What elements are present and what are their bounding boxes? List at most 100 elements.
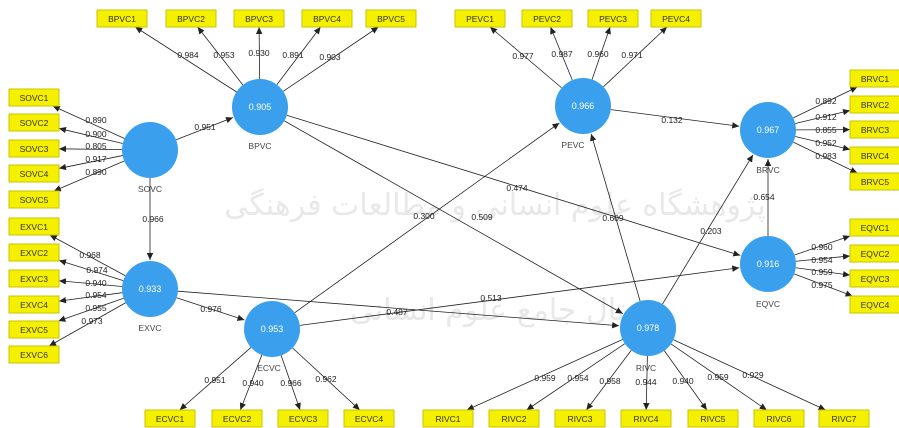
indicator-sovc1[interactable]: SOVC1 bbox=[8, 88, 60, 107]
indicator-rivc5[interactable]: RIVC5 bbox=[687, 409, 739, 428]
indicator-label: BPVC1 bbox=[108, 14, 136, 24]
path-coefficient-rivc-pevc: 0.609 bbox=[602, 213, 624, 223]
indicator-sovc5[interactable]: SOVC5 bbox=[8, 190, 60, 209]
indicator-label: PEVC2 bbox=[533, 14, 561, 24]
indicator-ecvc3[interactable]: ECVC3 bbox=[277, 409, 329, 428]
path-coefficient-eqvc-brvc: 0.654 bbox=[753, 192, 775, 202]
indicator-rivc6[interactable]: RIVC6 bbox=[753, 409, 805, 428]
indicator-sovc2[interactable]: SOVC2 bbox=[8, 113, 60, 132]
indicator-eqvc3[interactable]: EQVC3 bbox=[849, 269, 899, 288]
indicator-bpvc4[interactable]: BPVC4 bbox=[301, 9, 353, 28]
indicator-box bbox=[454, 9, 506, 28]
indicator-sovc4[interactable]: SOVC4 bbox=[8, 164, 60, 183]
loading-value-exvc5: 0.955 bbox=[85, 303, 107, 313]
latent-sovc[interactable]: SOVC bbox=[122, 122, 178, 194]
indicator-box bbox=[96, 9, 148, 28]
indicator-bpvc5[interactable]: BPVC5 bbox=[365, 9, 417, 28]
path-arrow-rivc-brvc bbox=[662, 154, 754, 305]
indicator-ecvc1[interactable]: ECVC1 bbox=[144, 409, 196, 428]
indicator-exvc6[interactable]: EXVC6 bbox=[8, 345, 60, 364]
indicator-pevc3[interactable]: PEVC3 bbox=[587, 9, 639, 28]
loading-arrow-sovc3 bbox=[58, 145, 123, 153]
indicator-brvc4[interactable]: BRVC4 bbox=[849, 146, 899, 165]
indicator-box bbox=[277, 409, 329, 428]
indicator-box bbox=[8, 345, 60, 364]
loading-value-eqvc3: 0.959 bbox=[811, 267, 833, 277]
indicator-brvc1[interactable]: BRVC1 bbox=[849, 69, 899, 88]
loading-value-rivc5: 0.940 bbox=[672, 376, 694, 386]
indicator-brvc5[interactable]: BRVC5 bbox=[849, 172, 899, 191]
indicator-label: PEVC4 bbox=[662, 14, 690, 24]
indicator-exvc5[interactable]: EXVC5 bbox=[8, 320, 60, 339]
indicator-box bbox=[8, 88, 60, 107]
loading-arrow-ecvc3 bbox=[280, 355, 301, 411]
indicator-bpvc3[interactable]: BPVC3 bbox=[233, 9, 285, 28]
loading-arrow-sovc4 bbox=[58, 155, 123, 171]
loading-value-brvc2: 0.912 bbox=[815, 112, 837, 122]
indicator-label: EXVC6 bbox=[20, 350, 48, 360]
latent-name: ECVC bbox=[257, 363, 281, 373]
loading-arrow-rivc3 bbox=[586, 350, 632, 411]
indicator-rivc1[interactable]: RIVC1 bbox=[422, 409, 474, 428]
indicator-pevc4[interactable]: PEVC4 bbox=[650, 9, 702, 28]
loading-value-brvc5: 0.983 bbox=[815, 151, 837, 161]
indicator-eqvc2[interactable]: EQVC2 bbox=[849, 244, 899, 263]
indicator-label: RIVC1 bbox=[435, 414, 460, 424]
indicator-rivc3[interactable]: RIVC3 bbox=[554, 409, 606, 428]
indicator-box bbox=[849, 218, 899, 237]
loading-arrow-bpvc4 bbox=[276, 26, 321, 85]
indicator-label: PEVC1 bbox=[466, 14, 494, 24]
indicator-bpvc1[interactable]: BPVC1 bbox=[96, 9, 148, 28]
indicator-box bbox=[753, 409, 805, 428]
indicator-box bbox=[849, 295, 899, 314]
indicator-eqvc1[interactable]: EQVC1 bbox=[849, 218, 899, 237]
loading-value-bpvc1: 0.984 bbox=[177, 50, 199, 60]
latent-name: PEVC bbox=[561, 140, 584, 150]
loading-arrow-bpvc1 bbox=[135, 26, 237, 93]
indicator-ecvc4[interactable]: ECVC4 bbox=[343, 409, 395, 428]
indicator-label: SOVC4 bbox=[20, 169, 49, 179]
indicator-eqvc4[interactable]: EQVC4 bbox=[849, 295, 899, 314]
indicator-label: PEVC3 bbox=[599, 14, 627, 24]
indicator-rivc4[interactable]: RIVC4 bbox=[620, 409, 672, 428]
indicator-label: EQVC3 bbox=[861, 274, 890, 284]
loading-value-exvc4: 0.954 bbox=[85, 290, 107, 300]
indicator-label: BRVC2 bbox=[861, 100, 889, 110]
indicator-box bbox=[165, 9, 217, 28]
loading-value-brvc3: 0.855 bbox=[815, 125, 837, 135]
indicator-brvc3[interactable]: BRVC3 bbox=[849, 120, 899, 139]
indicator-exvc4[interactable]: EXVC4 bbox=[8, 295, 60, 314]
indicator-label: ECVC3 bbox=[289, 414, 318, 424]
indicator-exvc2[interactable]: EXVC2 bbox=[8, 243, 60, 262]
indicator-box bbox=[849, 244, 899, 263]
indicator-exvc3[interactable]: EXVC3 bbox=[8, 269, 60, 288]
indicator-brvc2[interactable]: BRVC2 bbox=[849, 95, 899, 114]
indicator-bpvc2[interactable]: BPVC2 bbox=[165, 9, 217, 28]
latent-name: EXVC bbox=[138, 323, 161, 333]
indicator-exvc1[interactable]: EXVC1 bbox=[8, 217, 60, 236]
indicator-sovc3[interactable]: SOVC3 bbox=[8, 139, 60, 158]
indicator-pevc1[interactable]: PEVC1 bbox=[454, 9, 506, 28]
loading-value-ecvc3: 0.966 bbox=[280, 378, 302, 388]
indicator-rivc7[interactable]: RIVC7 bbox=[818, 409, 870, 428]
indicator-pevc2[interactable]: PEVC2 bbox=[521, 9, 573, 28]
indicator-box bbox=[8, 113, 60, 132]
indicator-ecvc2[interactable]: ECVC2 bbox=[211, 409, 263, 428]
loading-value-sovc4: 0.917 bbox=[85, 154, 107, 164]
loading-arrow-bpvc5 bbox=[282, 26, 379, 92]
loading-value-sovc5: 0.890 bbox=[85, 167, 107, 177]
indicator-label: RIVC5 bbox=[700, 414, 725, 424]
indicator-box bbox=[8, 269, 60, 288]
path-coefficient-rivc-brvc: 0.203 bbox=[700, 226, 722, 236]
loading-value-rivc3: 0.958 bbox=[599, 376, 621, 386]
loading-arrow-brvc5 bbox=[793, 141, 858, 174]
indicator-rivc2[interactable]: RIVC2 bbox=[488, 409, 540, 428]
